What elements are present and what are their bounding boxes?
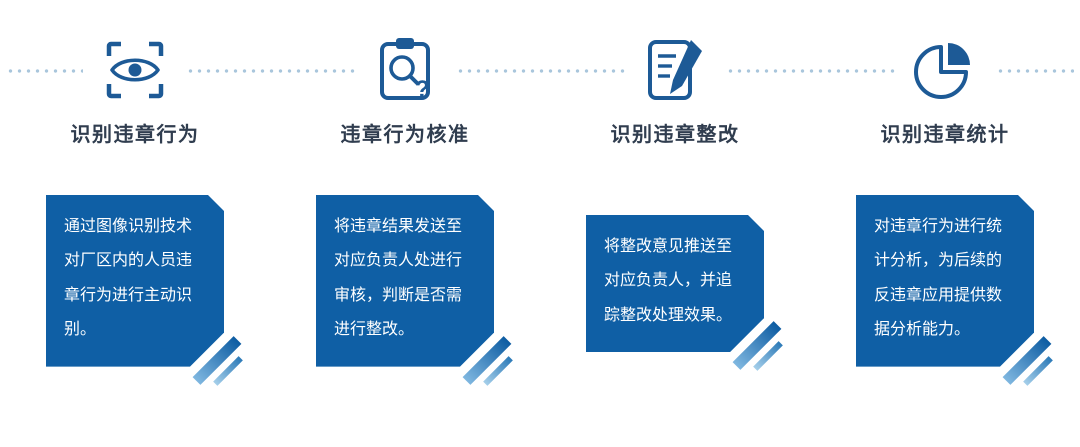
- step-title: 识别违章整改: [610, 124, 740, 146]
- clipboard-search-icon: ?: [356, 26, 454, 114]
- svg-text:?: ?: [415, 76, 430, 103]
- step-column-4: 识别违章统计 对违章行为进行统计分析，为后续的反违章应用提供数据分析能力。: [810, 0, 1080, 447]
- step-column-2: ? 违章行为核准 将违章结果发送至对应负责人处进行审核，判断是否需进行整改。: [270, 0, 540, 447]
- step-card: 对违章行为进行统计分析，为后续的反违章应用提供数据分析能力。: [856, 195, 1053, 386]
- step-card: 将违章结果发送至对应负责人处进行审核，判断是否需进行整改。: [316, 195, 513, 386]
- step-column-3: 识别违章整改 将整改意见推送至对应负责人，并追踪整改处理效果。: [540, 0, 810, 447]
- step-description: 将违章结果发送至对应负责人处进行审核，判断是否需进行整改。: [316, 195, 494, 367]
- step-title: 识别违章行为: [70, 124, 200, 146]
- step-description: 对违章行为进行统计分析，为后续的反违章应用提供数据分析能力。: [856, 195, 1034, 367]
- step-description: 通过图像识别技术对厂区内的人员违章行为进行主动识别。: [46, 195, 224, 367]
- step-title: 识别违章统计: [880, 124, 1010, 146]
- step-column-1: 识别违章行为 通过图像识别技术对厂区内的人员违章行为进行主动识别。: [0, 0, 270, 447]
- step-card: 通过图像识别技术对厂区内的人员违章行为进行主动识别。: [46, 195, 243, 386]
- dotted-connector-line: [6, 69, 1074, 73]
- scan-eye-icon: [83, 26, 187, 114]
- pie-chart-icon: [895, 26, 995, 114]
- step-title: 违章行为核准: [340, 124, 470, 146]
- step-description: 将整改意见推送至对应负责人，并追踪整改处理效果。: [586, 215, 764, 352]
- step-card: 将整改意见推送至对应负责人，并追踪整改处理效果。: [586, 215, 783, 372]
- document-edit-icon: [626, 26, 724, 114]
